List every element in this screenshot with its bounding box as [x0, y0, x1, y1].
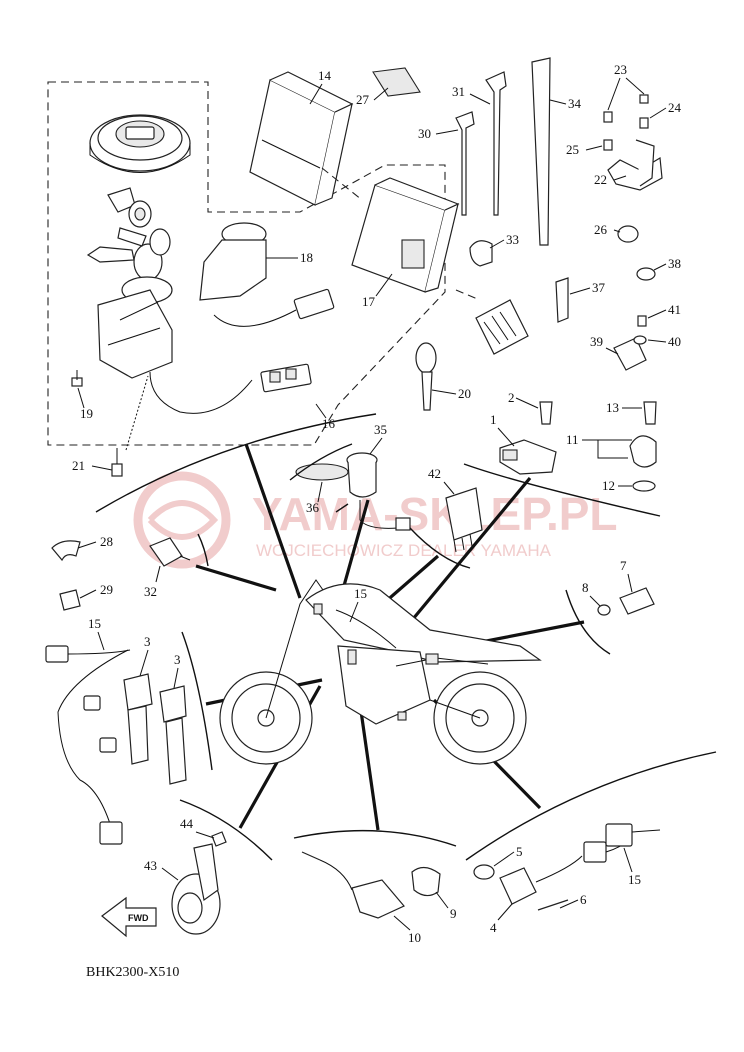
- watermark-title: YAMA-SKLEP.PL: [252, 488, 618, 540]
- callout-23: 23: [614, 62, 627, 77]
- seat-lock: [107, 187, 152, 228]
- power-socket-35: [346, 452, 411, 531]
- callout-10: 10: [408, 930, 421, 945]
- tape-27: [372, 67, 421, 97]
- screw-19: [71, 370, 83, 387]
- callout-27: 27: [356, 92, 370, 107]
- ecu-unit-14: [249, 71, 354, 206]
- sensor-1: [499, 401, 557, 475]
- callout-15-right: 15: [628, 872, 641, 887]
- callout-2: 2: [508, 390, 515, 405]
- callout-44: 44: [180, 816, 194, 831]
- callout-43: 43: [144, 858, 157, 873]
- callout-1: 1: [490, 412, 497, 427]
- watermark: YAMA-SKLEP.PL WOJCIECHOWICZ DEALER YAMAH…: [133, 471, 618, 569]
- sensor-7: [597, 587, 655, 616]
- cable-ties: [455, 57, 551, 246]
- callout-11: 11: [566, 432, 579, 447]
- callout-18: 18: [300, 250, 313, 265]
- callout-39: 39: [590, 334, 603, 349]
- watermark-subtitle: WOJCIECHOWICZ DEALER YAMAHA: [256, 541, 552, 560]
- sensor-4: [473, 823, 661, 911]
- callout-3-a: 3: [144, 634, 151, 649]
- callout-9: 9: [450, 906, 457, 921]
- callout-34: 34: [568, 96, 582, 111]
- callout-20: 20: [458, 386, 471, 401]
- control-unit-17: [351, 177, 460, 293]
- clamp-33: [469, 240, 493, 267]
- group-brackets: [95, 413, 717, 861]
- horn-43: [171, 831, 227, 935]
- connector-block: [475, 299, 529, 355]
- key-20: [415, 342, 437, 411]
- callout-24: 24: [668, 100, 682, 115]
- callout-26: 26: [594, 222, 608, 237]
- diagram-code: BHK2300-X510: [86, 965, 179, 980]
- callout-14: 14: [318, 68, 332, 83]
- callout-30: 30: [418, 126, 431, 141]
- callout-6: 6: [580, 892, 587, 907]
- callout-12: 12: [602, 478, 615, 493]
- callout-32: 32: [144, 584, 157, 599]
- clip-29: [59, 589, 81, 611]
- callout-38: 38: [668, 256, 681, 271]
- callout-40: 40: [668, 334, 681, 349]
- lock-cylinder-18: [199, 222, 335, 327]
- callout-4: 4: [490, 920, 497, 935]
- small-parts-right: [555, 267, 656, 371]
- callout-36: 36: [306, 500, 320, 515]
- callout-13: 13: [606, 400, 619, 415]
- callout-21: 21: [72, 458, 85, 473]
- relay-42: [445, 487, 483, 553]
- callout-3-b: 3: [174, 652, 181, 667]
- sensor-11: [629, 401, 657, 492]
- callout-15-left: 15: [88, 616, 101, 631]
- callout-33: 33: [506, 232, 519, 247]
- callout-19: 19: [80, 406, 93, 421]
- sensor-10: [301, 851, 405, 919]
- wire-harness-15-left: [45, 645, 187, 845]
- callout-31: 31: [452, 84, 465, 99]
- callout-35: 35: [374, 422, 387, 437]
- callout-16: 16: [322, 416, 336, 431]
- cover-36: [295, 463, 349, 481]
- bracket-assembly-22: [603, 94, 663, 243]
- keys: [86, 227, 171, 281]
- callout-42: 42: [428, 466, 441, 481]
- clip-28: [51, 540, 81, 562]
- callout-5: 5: [516, 844, 523, 859]
- callout-22: 22: [594, 172, 607, 187]
- sensor-9: [411, 866, 441, 897]
- callout-7: 7: [620, 558, 627, 573]
- callout-37: 37: [592, 280, 606, 295]
- holder-32: [149, 537, 191, 567]
- callout-28: 28: [100, 534, 113, 549]
- callout-17: 17: [362, 294, 376, 309]
- fwd-arrow: FWD: [101, 896, 157, 938]
- callout-25: 25: [566, 142, 579, 157]
- fuel-tank-cap: [89, 114, 191, 173]
- motorcycle: [219, 579, 542, 765]
- main-switch: [97, 276, 312, 414]
- callouts: 14 27 31 30 34 23 24 25 22 26 33 38 37 4…: [72, 62, 682, 945]
- callout-29: 29: [100, 582, 113, 597]
- ignition-set-group: [47, 71, 481, 446]
- callout-15-center: 15: [354, 586, 367, 601]
- callout-41: 41: [668, 302, 681, 317]
- fwd-label: FWD: [128, 913, 149, 923]
- callout-8: 8: [582, 580, 589, 595]
